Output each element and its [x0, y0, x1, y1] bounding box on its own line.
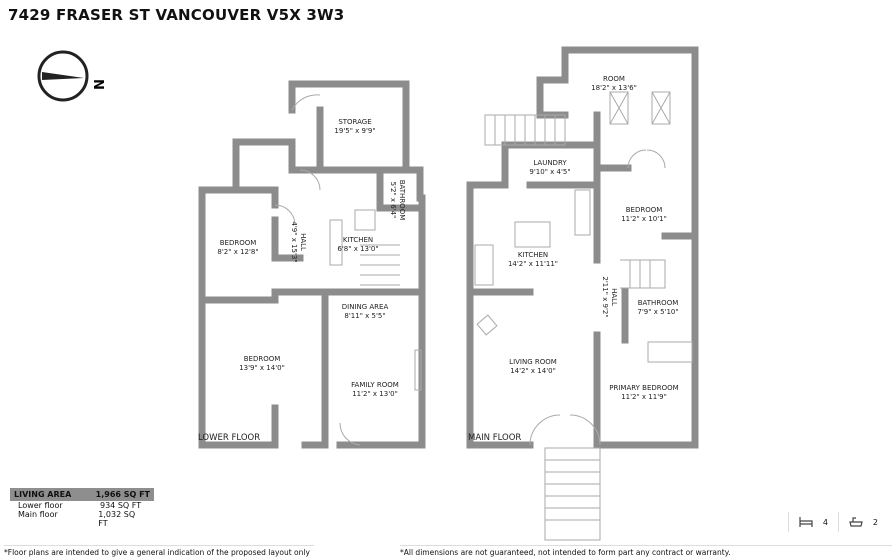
- room-name: DINING AREA: [342, 303, 389, 311]
- room-dims: 7'9" x 5'10": [637, 308, 678, 316]
- room-name: BATHROOM: [398, 180, 406, 221]
- bedroom-count: 4: [787, 512, 838, 532]
- room-name: HALL: [610, 288, 618, 306]
- lower-floor-label: LOWER FLOOR: [198, 433, 260, 443]
- room-dims: 8'2" x 12'8": [217, 248, 258, 256]
- bedroom-count-value: 4: [822, 517, 828, 527]
- room-name: BEDROOM: [626, 206, 663, 214]
- room-name: PRIMARY BEDROOM: [609, 384, 678, 392]
- room-dims: 6'8" x 13'0": [337, 245, 378, 253]
- room-dims: 14'2" x 11'11": [508, 260, 558, 268]
- living-area-label: LIVING AREA: [14, 490, 72, 499]
- room-dims: 8'11" x 5'5": [344, 312, 385, 320]
- room-dims: 13'9" x 14'0": [239, 364, 285, 372]
- compass-north-label: N: [90, 79, 105, 90]
- room-name: KITCHEN: [518, 251, 548, 259]
- living-area-header: LIVING AREA 1,966 SQ FT: [10, 488, 154, 501]
- room-name: LIVING ROOM: [509, 358, 557, 366]
- living-area-total: 1,966 SQ FT: [95, 490, 150, 499]
- property-address-title: 7429 FRASER ST VANCOUVER V5X 3W3: [8, 6, 345, 24]
- disclaimer-layout: *Floor plans are intended to give a gene…: [4, 545, 314, 560]
- room-name: FAMILY ROOM: [351, 381, 399, 389]
- room-name: ROOM: [603, 75, 625, 83]
- area-row-label: Main floor: [18, 510, 58, 519]
- room-name: KITCHEN: [343, 236, 373, 244]
- room-dims: 11'2" x 10'1": [621, 215, 667, 223]
- room-name: LAUNDRY: [533, 159, 567, 167]
- room-dims: 11'2" x 11'9": [621, 393, 667, 401]
- room-dims: 5'2" x 6'4": [389, 182, 397, 219]
- living-area-summary: LIVING AREA 1,966 SQ FT Lower floor 934 …: [10, 488, 154, 528]
- area-row: Lower floor 934 SQ FT: [10, 501, 154, 510]
- main-floor-plan: [466, 46, 699, 541]
- room-name: BATHROOM: [638, 299, 679, 307]
- bathroom-count: 2: [837, 512, 888, 532]
- room-name: HALL: [299, 233, 307, 251]
- room-dims: 14'2" x 14'0": [510, 367, 556, 375]
- lower-floor-room-labels: STORAGE 19'5" x 9'9" BATHROOM 5'2" x 6'4…: [217, 118, 406, 398]
- bathtub-icon: [849, 517, 863, 527]
- area-row: Main floor 1,032 SQ FT: [10, 510, 154, 528]
- area-row-value: 934 SQ FT: [100, 501, 142, 510]
- compass-icon: N: [37, 50, 105, 102]
- main-floor-label: MAIN FLOOR: [468, 433, 521, 443]
- room-dims: 19'5" x 9'9": [334, 127, 375, 135]
- room-stats: 4 2: [787, 512, 888, 532]
- area-row-label: Lower floor: [18, 501, 63, 510]
- disclaimer-dimensions: *All dimensions are not guaranteed, not …: [400, 545, 892, 560]
- room-dims: 4'9" x 15'3": [290, 221, 298, 262]
- bed-icon: [799, 517, 813, 527]
- room-dims: 2'11" x 9'2": [601, 276, 609, 317]
- room-dims: 18'2" x 13'6": [591, 84, 637, 92]
- room-name: BEDROOM: [220, 239, 257, 247]
- area-row-value: 1,032 SQ FT: [98, 510, 136, 528]
- room-name: BEDROOM: [244, 355, 281, 363]
- room-name: STORAGE: [338, 118, 371, 126]
- room-dims: 9'10" x 4'5": [529, 168, 570, 176]
- room-dims: 11'2" x 13'0": [352, 390, 398, 398]
- bathroom-count-value: 2: [872, 517, 878, 527]
- lower-floor-plan: [198, 80, 426, 449]
- main-floor-room-labels: ROOM 18'2" x 13'6" LAUNDRY 9'10" x 4'5" …: [508, 75, 679, 401]
